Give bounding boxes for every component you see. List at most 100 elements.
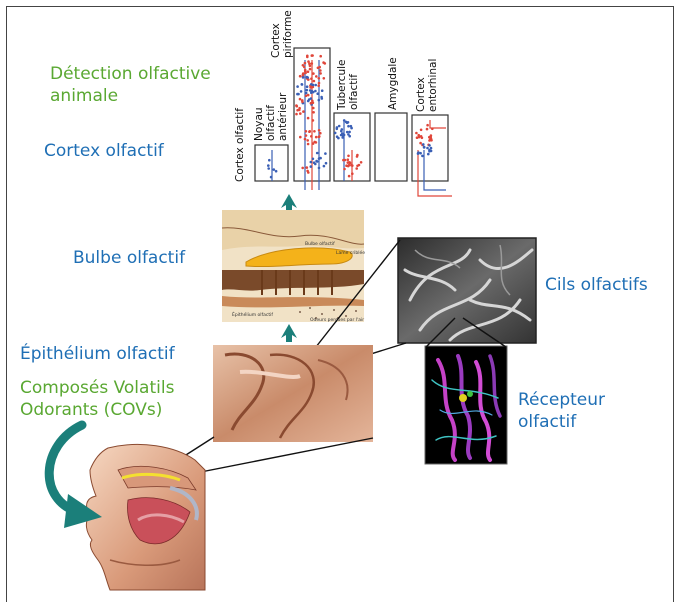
cortex-regions-chart: Cortex olfactif Noyau olfactif antérieur… xyxy=(234,10,452,196)
neuron-dot xyxy=(341,136,344,139)
neuron-dot xyxy=(336,128,339,131)
bulb-text-lame: Lame criblée xyxy=(336,249,365,256)
neuron-dot xyxy=(340,134,343,137)
neuron-dot xyxy=(356,155,359,158)
neuron-dot xyxy=(348,164,351,167)
neuron-dot xyxy=(318,129,321,132)
neuron-dot xyxy=(430,150,433,153)
neuron-dot xyxy=(427,153,430,156)
neuron-dot xyxy=(314,90,317,93)
region-label-tubercule-2: olfactif xyxy=(348,74,360,110)
neuron-dot xyxy=(428,136,431,139)
neuron-dot xyxy=(319,55,322,58)
neuron-dot xyxy=(306,76,309,79)
neuron-dot xyxy=(312,119,315,122)
neuron-dot xyxy=(346,122,349,125)
neuron-dot xyxy=(316,92,319,95)
region-label-piriforme-2: piriforme xyxy=(282,10,294,58)
neuron-dot xyxy=(320,96,323,99)
neuron-dot xyxy=(302,76,305,79)
neuron-dot xyxy=(334,132,337,135)
region-label-noyau-3: antérieur xyxy=(277,92,289,141)
neuron-dot xyxy=(307,117,310,120)
neuron-dot xyxy=(323,165,326,168)
bulb-text-bulbe: Bulbe olfactif xyxy=(305,241,335,247)
neuron-dot xyxy=(345,164,348,167)
neuron-dot xyxy=(426,147,429,150)
neuron-dot xyxy=(312,142,315,145)
neuron-dot xyxy=(324,152,327,155)
neuron-dot xyxy=(298,109,301,112)
neuron-dot xyxy=(426,128,429,131)
neuron-dot xyxy=(312,72,315,75)
neuron-dot xyxy=(319,72,322,75)
neuron-dot xyxy=(301,101,304,104)
neuron-dot xyxy=(313,130,316,133)
neuron-dot xyxy=(310,102,313,105)
region-box-amygdale xyxy=(375,113,407,181)
neuron-dot xyxy=(299,98,302,101)
neuron-dot xyxy=(267,164,270,167)
neuron-dot xyxy=(310,135,313,138)
epithelium-image xyxy=(213,345,373,442)
neuron-dot xyxy=(422,143,425,146)
neuron-dot xyxy=(317,84,320,87)
neuron-dot xyxy=(342,159,345,162)
neuron-dot xyxy=(273,168,276,171)
neuron-dot xyxy=(305,92,308,95)
neuron-dot xyxy=(312,91,315,94)
neuron-dot xyxy=(351,164,354,167)
neuron-dot xyxy=(305,95,308,98)
neuron-dot xyxy=(337,137,340,140)
head-section-image xyxy=(86,444,205,590)
neuron-dot xyxy=(307,60,310,63)
neuron-dot xyxy=(346,131,349,134)
neuron-dot xyxy=(311,62,314,65)
neuron-dot xyxy=(318,135,321,138)
neuron-dot xyxy=(318,99,321,102)
neuron-dot xyxy=(306,55,309,58)
neuron-dot xyxy=(299,112,302,115)
neuron-dot xyxy=(318,77,321,80)
neuron-dot xyxy=(307,171,310,174)
neuron-dot xyxy=(309,89,312,92)
cilia-sem-image xyxy=(398,238,536,343)
region-label-noyau-2: olfactif xyxy=(265,105,277,141)
neuron-dot xyxy=(415,132,418,135)
neuron-dot xyxy=(325,162,328,165)
neuron-dot xyxy=(420,129,423,132)
region-label-amygdale: Amygdale xyxy=(387,57,399,110)
neuron-dot xyxy=(322,61,325,64)
region-label-entorhinal-2: entorhinal xyxy=(427,59,439,112)
neuron-dot xyxy=(305,134,308,137)
region-label-noyau-1: Noyau xyxy=(253,107,265,141)
neuron-dot xyxy=(268,159,271,162)
neuron-dot xyxy=(313,80,316,83)
neuron-dot xyxy=(355,167,358,170)
neuron-dot xyxy=(312,158,315,161)
neuron-dot xyxy=(267,167,270,170)
neuron-dot xyxy=(356,165,359,168)
neuron-dot xyxy=(303,66,306,69)
neuron-dot xyxy=(348,175,351,178)
neuron-dot xyxy=(428,144,431,147)
neuron-dot xyxy=(419,152,422,155)
neuron-dot xyxy=(316,152,319,155)
neuron-dot xyxy=(347,125,350,128)
neuron-dot xyxy=(319,69,322,72)
neuron-dot xyxy=(321,89,324,92)
neuron-dot xyxy=(308,98,311,101)
neuron-dot xyxy=(430,147,433,150)
neuron-dot xyxy=(311,100,314,103)
region-label-tubercule-1: Tubercule xyxy=(336,60,348,112)
neuron-dot xyxy=(341,128,344,131)
neuron-dot xyxy=(299,136,302,139)
neuron-dot xyxy=(295,113,298,116)
region-label-piriforme-1: Cortex xyxy=(270,23,282,58)
neuron-dot xyxy=(419,142,422,145)
neuron-dot xyxy=(310,83,313,86)
neuron-dot xyxy=(343,134,346,137)
neuron-dot xyxy=(301,167,304,170)
neuron-dot xyxy=(416,136,419,139)
arrow-to-cortex-icon xyxy=(281,194,297,212)
